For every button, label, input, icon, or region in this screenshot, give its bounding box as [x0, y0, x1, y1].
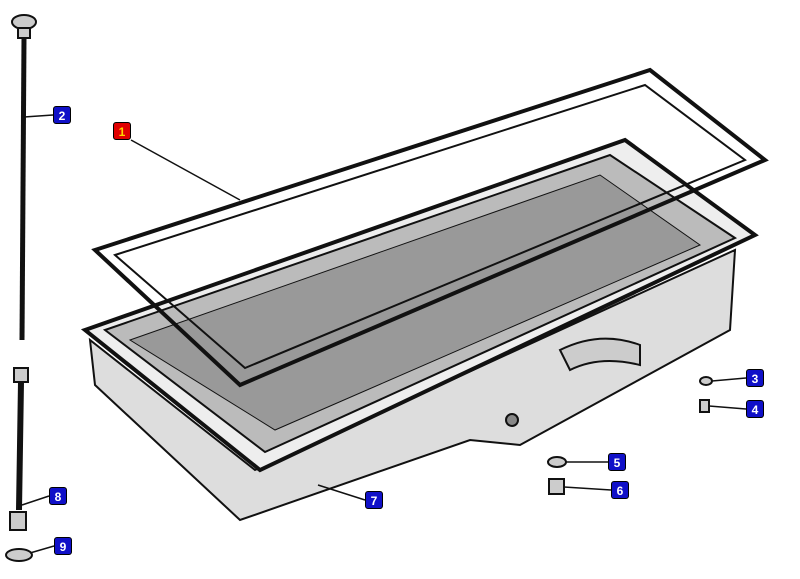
callout-6[interactable]: 6 — [611, 481, 629, 499]
dipstick — [11, 14, 37, 341]
callout-4[interactable]: 4 — [746, 400, 764, 418]
callout-2[interactable]: 2 — [53, 106, 71, 124]
callout-8[interactable]: 8 — [49, 487, 67, 505]
callout-5[interactable]: 5 — [608, 453, 626, 471]
callout-3[interactable]: 3 — [746, 369, 764, 387]
leader-lines — [21, 114, 747, 554]
callout-9[interactable]: 9 — [54, 537, 72, 555]
dipstick-tube — [5, 367, 33, 562]
callout-1[interactable]: 1 — [113, 122, 131, 140]
callout-7[interactable]: 7 — [365, 491, 383, 509]
gasket — [91, 67, 769, 388]
